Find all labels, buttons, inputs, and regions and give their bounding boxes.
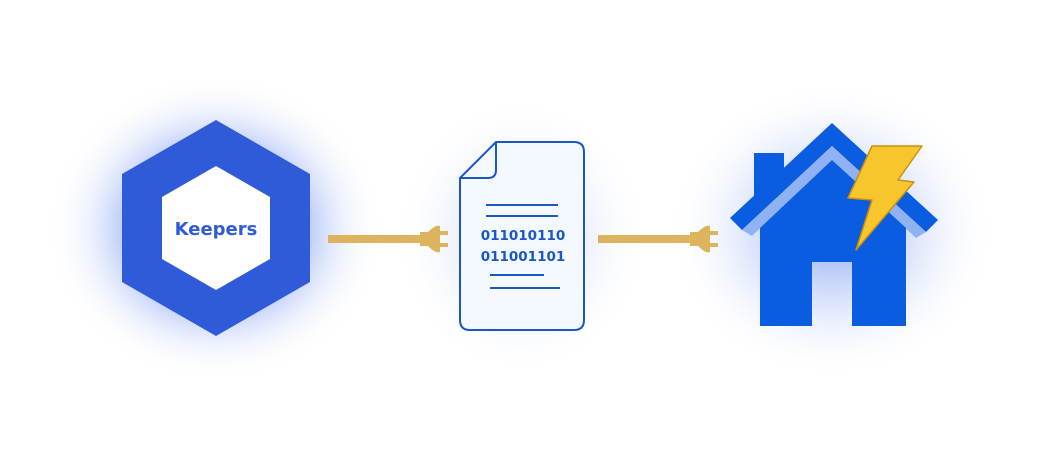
plug-icon (598, 225, 718, 253)
hexagon-keepers-icon: Keepers (122, 120, 310, 336)
binary-line-2: 011001101 (481, 249, 566, 265)
binary-line-1: 011010110 (481, 228, 566, 244)
plug-icon (328, 225, 448, 253)
binary-document-icon: 011010110 011001101 (459, 141, 585, 331)
lightning-bolt-icon (847, 145, 923, 251)
keepers-label: Keepers (175, 219, 258, 240)
house-icon (730, 123, 938, 326)
